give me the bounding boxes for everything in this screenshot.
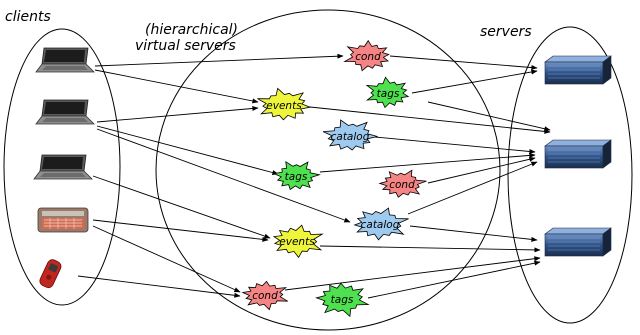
- virtual-server-node-catalog-1: catalog: [322, 119, 378, 151]
- burst-shape: [322, 119, 378, 151]
- edge: [92, 225, 241, 293]
- virtual-server-node-catalog-2: catalog: [353, 207, 409, 241]
- clients-group-ellipse: [3, 28, 121, 306]
- virtual-servers-label-line1: (hierarchical): [145, 22, 238, 38]
- laptop-icon: [33, 154, 93, 180]
- server-icon: [544, 227, 612, 257]
- edge: [92, 219, 269, 242]
- burst-shape: [343, 39, 390, 72]
- burst-shape: [353, 207, 409, 241]
- burst-shape: [272, 161, 321, 191]
- burst-shape: [315, 282, 370, 318]
- burst-shape: [257, 87, 312, 121]
- virtual-server-node-events-1: events: [257, 87, 312, 121]
- burst-label: cond: [355, 51, 381, 63]
- handheld-device-icon: [37, 207, 89, 233]
- edge: [319, 152, 536, 173]
- edge: [411, 69, 538, 94]
- servers-group-ellipse: [507, 26, 633, 324]
- edge: [427, 101, 551, 132]
- burst-shape: [365, 76, 410, 109]
- edges: [77, 53, 551, 299]
- edge: [96, 125, 279, 175]
- burst-label: cond: [389, 179, 415, 191]
- laptop-icon: [35, 47, 95, 73]
- edge: [284, 256, 541, 291]
- server-icon: [544, 55, 612, 85]
- edge: [96, 128, 351, 223]
- servers-label: servers: [480, 24, 532, 40]
- edge: [367, 260, 541, 299]
- virtual-server-node-cond-mid: cond: [378, 169, 427, 198]
- burst-label: events: [279, 236, 315, 248]
- burst-label: tags: [285, 171, 308, 183]
- edge: [389, 55, 538, 71]
- virtual-servers-label-line2: virtual servers: [135, 38, 236, 54]
- burst-label: cond: [252, 290, 278, 302]
- virtual-server-node-tags-mid: tags: [272, 161, 321, 191]
- server-icon: [544, 139, 612, 169]
- virtual-server-node-cond-bottom: cond: [241, 280, 288, 311]
- burst-shape: [378, 169, 427, 198]
- edge: [92, 175, 271, 239]
- burst-label: catalog: [361, 219, 400, 231]
- edge: [94, 69, 259, 104]
- laptop-icon: [35, 99, 95, 125]
- clients-column: [33, 47, 95, 289]
- burst-shape: [241, 280, 288, 311]
- edge: [407, 161, 538, 215]
- edge: [319, 245, 541, 253]
- clients-label: clients: [5, 9, 51, 25]
- edge: [409, 225, 538, 242]
- mobile-phone-icon: [39, 259, 62, 289]
- edge: [77, 275, 241, 298]
- servers-column: [544, 55, 612, 257]
- virtual-servers-group-ellipse: [155, 9, 501, 331]
- virtual-server-nodes: cond tags events catalog tags cond catalog even…: [241, 39, 427, 318]
- edge: [374, 136, 536, 154]
- edge: [94, 53, 344, 67]
- burst-label: catalog: [331, 131, 370, 143]
- burst-shape: [272, 224, 324, 259]
- virtual-server-node-cond-top: cond: [343, 39, 390, 72]
- burst-label: events: [266, 100, 302, 112]
- edge: [96, 105, 259, 123]
- burst-label: tags: [331, 294, 354, 306]
- burst-label: tags: [377, 88, 400, 100]
- virtual-server-node-events-2: events: [272, 224, 324, 259]
- edge: [427, 156, 536, 184]
- virtual-server-node-tags-top: tags: [365, 76, 410, 109]
- edge: [309, 106, 551, 134]
- virtual-server-node-tags-bottom: tags: [315, 282, 370, 318]
